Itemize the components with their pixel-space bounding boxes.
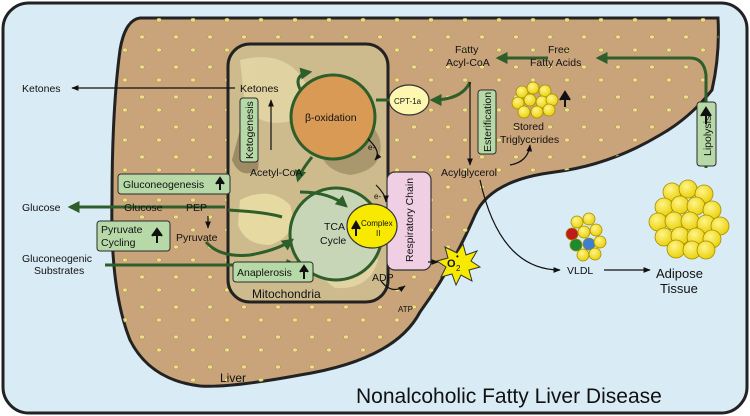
- gluconeogenic-label-2: Substrates: [34, 265, 84, 277]
- ketones-out-label: Ketones: [22, 83, 61, 95]
- lipolysis-label: Lipolysis: [702, 116, 714, 156]
- arrow-betaox-acetylcoa: [294, 156, 314, 183]
- pyruvate-label: Pyruvate: [176, 232, 218, 244]
- o2-superscript: •: [456, 252, 459, 261]
- vldl-particle: [565, 212, 607, 262]
- gluconeogenesis-label: Gluconeogenesis: [123, 179, 204, 191]
- arrow-acetylcoa-to-tca: [299, 190, 348, 208]
- free-fa-label-2: Fatty Acids: [530, 57, 581, 69]
- arrow-electron-2: [375, 184, 389, 203]
- arrow-electron-1: [367, 138, 382, 161]
- gluconeogenic-label-1: Gluconeogenic: [22, 253, 92, 265]
- electron-label-2: e-: [374, 192, 381, 201]
- arrow-betaox-loop: [296, 67, 313, 92]
- complex-ii-label-2: II: [376, 229, 380, 238]
- anaplerosis-box: Anaplerosis: [232, 261, 314, 283]
- electron-label-1: e-: [368, 143, 375, 152]
- diagram-title: Nonalcoholic Fatty Liver Disease: [356, 385, 662, 408]
- fatty-acyl-label-2: Acyl-CoA: [446, 57, 490, 69]
- atp-label: ATP: [398, 305, 413, 314]
- arrow-lipolysis-to-ffa: [595, 52, 708, 168]
- pyruvate-cycling-label-2: Cycling: [101, 237, 136, 249]
- adipose-label-2: Tissue: [660, 281, 698, 296]
- arrow-pyruvate-to-tca: [204, 238, 294, 257]
- arrow-to-stored-tg: [509, 144, 533, 166]
- up-arrow-icon: [151, 227, 163, 243]
- acylglycerol-label: Acylglycerol: [441, 167, 497, 179]
- complex-ii: [346, 203, 398, 249]
- stored-tg-label-2: Triglycerides: [500, 134, 559, 146]
- glucose-out-label: Glucose: [22, 202, 61, 214]
- pyruvate-cycling-label-1: Pyruvate: [101, 224, 143, 236]
- complex-ii-label-1: Complex: [361, 219, 393, 228]
- mitochondria-label: Mitochondria: [252, 287, 321, 301]
- liver-label: Liver: [220, 371, 246, 385]
- esterification-label: Esterification: [482, 92, 494, 152]
- glucose-in-label: Glucose: [124, 202, 163, 214]
- arrow-adp-atp: [380, 280, 406, 293]
- ketogenesis-label: Ketogenesis: [244, 101, 256, 159]
- beta-oxidation-cycle: [289, 73, 377, 161]
- up-arrow-icon: [559, 90, 571, 107]
- adipose-tissue-blob: [648, 179, 730, 260]
- o2-label: O: [447, 258, 456, 270]
- arrow-acylcoa-to-cpt: [429, 81, 472, 106]
- pep-label: PEP: [186, 202, 207, 214]
- ketones-in-label: Ketones: [240, 83, 279, 95]
- arrow-tca-to-pep: [227, 208, 283, 219]
- free-fa-label-1: Free: [548, 44, 570, 56]
- o2-subscript: 2: [456, 264, 461, 273]
- up-arrow-icon: [700, 106, 712, 124]
- ketogenesis-box: Ketogenesis: [239, 97, 259, 163]
- beta-oxidation-label: β-oxidation: [305, 112, 357, 124]
- superoxide-burst: [435, 242, 482, 287]
- respiratory-chain-label: Respiratory Chain: [404, 178, 416, 262]
- cpt1a-label: CPT-1a: [394, 97, 422, 106]
- anaplerosis-label: Anaplerosis: [237, 267, 292, 279]
- stored-triglyceride-droplet: [511, 81, 559, 119]
- vldl-label: VLDL: [567, 265, 593, 277]
- up-arrow-icon: [351, 219, 361, 236]
- lipolysis-box: Lipolysis: [696, 101, 717, 167]
- up-arrow-icon: [299, 264, 309, 279]
- pyruvate-cycling-box: Pyruvate Cycling: [96, 220, 171, 252]
- esterification-box: Esterification: [477, 89, 497, 155]
- up-arrow-icon: [215, 176, 225, 190]
- tca-label-1: TCA: [324, 221, 345, 233]
- tca-label-2: Cycle: [320, 235, 346, 247]
- adipose-label-1: Adipose: [656, 266, 703, 281]
- fatty-acyl-label-1: Fatty: [455, 44, 479, 56]
- adp-label: ADP: [372, 272, 394, 284]
- gluconeogenesis-box: Gluconeogenesis: [117, 173, 231, 195]
- stored-tg-label-1: Stored: [513, 121, 544, 133]
- acetyl-coa-label: Acetyl-CoA: [250, 167, 303, 179]
- arrow-acylglycerol-to-vldl: [479, 179, 561, 273]
